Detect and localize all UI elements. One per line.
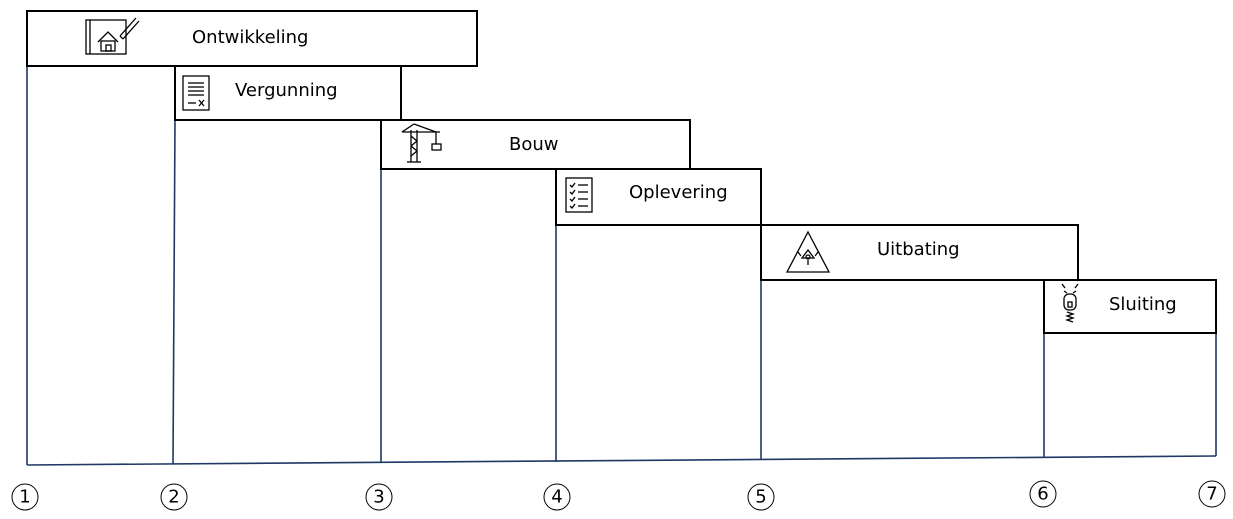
marker-circle	[160, 483, 188, 511]
marker-5: 5	[747, 483, 775, 511]
marker-number: 3	[373, 487, 384, 508]
marker-2: 2	[160, 483, 188, 511]
stage-label: Ontwikkeling	[192, 27, 308, 48]
timeline-baseline	[26, 455, 1217, 466]
marker-number: 5	[755, 487, 766, 508]
marker-circle	[365, 483, 393, 511]
stage-label: Oplevering	[629, 182, 728, 203]
permit-document-icon	[182, 75, 210, 111]
checklist-icon	[565, 177, 593, 213]
house-blueprint-icon	[85, 17, 140, 55]
marker-number: 7	[1206, 484, 1217, 505]
marker-1: 1	[11, 483, 39, 511]
marker-circle	[11, 483, 39, 511]
marker-number: 6	[1037, 484, 1048, 505]
marker-number: 4	[551, 487, 562, 508]
stage-label: Vergunning	[235, 80, 338, 101]
marker-circle	[747, 483, 775, 511]
stage-bouw: Bouw	[380, 119, 691, 170]
marker-circle	[1198, 480, 1226, 508]
zipper-icon	[1061, 283, 1079, 323]
marker-3: 3	[365, 483, 393, 511]
stage-uitbating: Uitbating	[760, 224, 1079, 281]
stage-label: Bouw	[509, 134, 559, 155]
marker-4: 4	[543, 483, 571, 511]
stage-box	[555, 168, 762, 226]
marker-circle	[543, 483, 571, 511]
stage-ontwikkeling: Ontwikkeling	[26, 10, 478, 67]
marker-7: 7	[1198, 480, 1226, 508]
construction-crane-icon	[401, 123, 442, 163]
stage-label: Sluiting	[1109, 294, 1177, 315]
stage-sluiting: Sluiting	[1043, 279, 1217, 334]
marker-number: 2	[168, 487, 179, 508]
stage-box	[760, 224, 1079, 281]
radiation-warning-icon	[785, 230, 831, 273]
marker-circle	[1029, 480, 1057, 508]
stage-label: Uitbating	[877, 239, 960, 260]
marker-6: 6	[1029, 480, 1057, 508]
stage-box	[174, 65, 402, 121]
stage-oplevering: Oplevering	[555, 168, 762, 226]
marker-number: 1	[19, 487, 30, 508]
stage-vergunning: Vergunning	[174, 65, 402, 121]
stage-box	[1043, 279, 1217, 334]
divider-line-2	[172, 119, 176, 465]
